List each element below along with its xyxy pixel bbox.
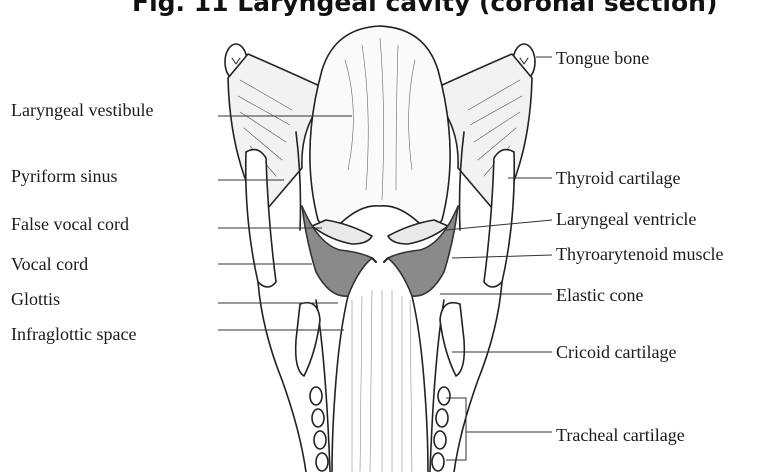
- epiglottis: [310, 26, 450, 229]
- airway-right: [412, 296, 428, 472]
- label-pyriform-sinus: Pyriform sinus: [11, 166, 118, 186]
- bracket-tracheal-cartilage: [446, 398, 552, 460]
- label-glottis: Glottis: [11, 289, 60, 309]
- label-infraglottic-space: Infraglottic space: [11, 324, 136, 344]
- label-laryngeal-ventricle: Laryngeal ventricle: [556, 209, 696, 229]
- label-vocal-cord: Vocal cord: [11, 254, 88, 274]
- label-tracheal-cartilage: Tracheal cartilage: [556, 425, 685, 445]
- label-cricoid-cartilage: Cricoid cartilage: [556, 342, 676, 362]
- airway-left: [332, 296, 348, 472]
- label-elastic-cone: Elastic cone: [556, 285, 643, 305]
- label-laryngeal-vestibule: Laryngeal vestibule: [11, 100, 153, 120]
- label-thyroid-cartilage: Thyroid cartilage: [556, 168, 680, 188]
- label-thyroarytenoid-muscle: Thyroarytenoid muscle: [556, 244, 723, 264]
- cricoid-left: [296, 303, 320, 376]
- label-tongue-bone: Tongue bone: [556, 48, 649, 68]
- cricoid-right: [440, 303, 464, 376]
- label-false-vocal-cord: False vocal cord: [11, 214, 129, 234]
